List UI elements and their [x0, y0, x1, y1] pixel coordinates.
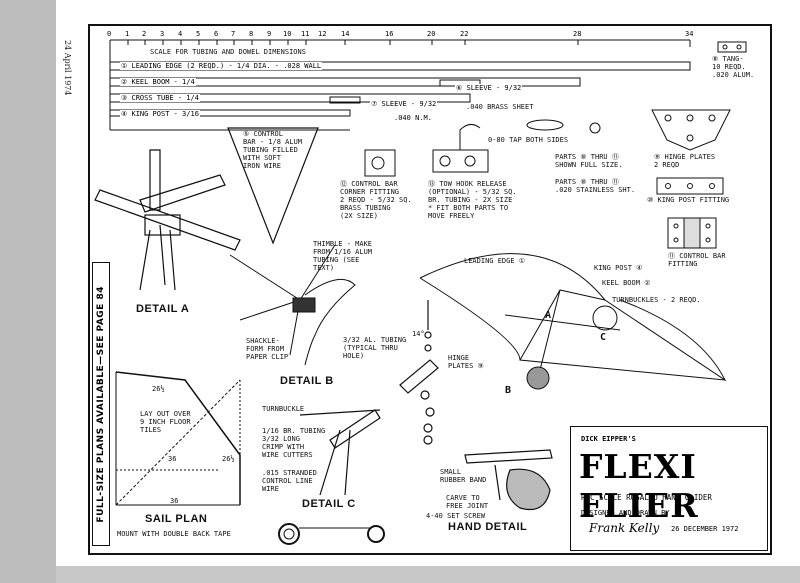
detail-c-drawing	[299, 300, 439, 496]
corner-fitting-label: ⑫ CONTROL BAR CORNER FITTING 2 REQD - 5/…	[340, 180, 412, 220]
page-date: 24 April 1974	[63, 40, 72, 96]
ruler-tick-22: 22	[460, 30, 469, 38]
ruler-tick-14: 14	[341, 30, 350, 38]
tang-part	[717, 41, 747, 53]
tap-label: 0-80 TAP BOTH SIDES	[488, 136, 569, 144]
ruler-tick-1: 1	[125, 30, 130, 38]
sail-dim-a: 26½	[152, 385, 165, 393]
br-tubing-callout: 1/16 BR. TUBING 3/32 LONG CRIMP WITH WIR…	[262, 427, 326, 459]
leading-edge-tube-label: ① LEADING EDGE (2 REQD.) - 1/4 DIA. - .0…	[120, 62, 323, 70]
tow-hook-drawing	[432, 119, 601, 173]
control-bar-label: ⑤ CONTROL BAR - 1/8 ALUM TUBING FILLED W…	[243, 130, 303, 170]
control-bar-fitting-label: ⑪ CONTROL BAR FITTING	[668, 252, 726, 268]
ruler-tick-34: 34	[685, 30, 694, 38]
detail-b-drawing	[229, 244, 356, 366]
hand-detail-title: HAND DETAIL	[448, 521, 528, 533]
sail-dim-c: 26½	[222, 455, 235, 463]
stranded-wire-callout: .015 STRANDED CONTROL LINE WIRE	[262, 469, 317, 493]
ruler-tick-16: 16	[385, 30, 394, 38]
ruler-tick-20: 20	[427, 30, 436, 38]
al-tubing-callout: 3/32 AL. TUBING (TYPICAL THRU HOLE)	[343, 336, 407, 360]
title-block: DICK EIPPER'S FLEXI FLIER R/C SCALE ROGA…	[570, 426, 768, 551]
hinge-plate-part	[651, 109, 731, 151]
detail-a-title: DETAIL A	[136, 303, 190, 315]
designer-signature: Frank Kelly	[589, 521, 660, 535]
turnbuckle-callout: TURNBUCKLE	[262, 405, 305, 413]
plans-available-text: FULL-SIZE PLANS AVAILABLE—SEE PAGE 84	[96, 285, 106, 523]
scan-bottom-strip	[56, 566, 800, 583]
hinge-plates-label: ⑨ HINGE PLATES 2 REQD	[654, 153, 716, 169]
ruler-tick-7: 7	[231, 30, 236, 38]
ruler-tick-3: 3	[160, 30, 165, 38]
king-post-fitting-label: ⑩ KING POST FITTING	[647, 196, 730, 204]
ruler-tick-28: 28	[573, 30, 582, 38]
turnbuckles-callout: TURNBUCKLES - 2 REQD.	[612, 296, 701, 304]
thimble-callout: THIMBLE - MAKE FROM 1/16 ALUM TUBING (SE…	[313, 240, 373, 272]
glider-drawing	[419, 253, 727, 390]
tang-label: ⑧ TANG- 10 REQD. .020 ALUM.	[712, 55, 755, 79]
plan-subtitle: R/C SCALE ROGALLO HANG GLIDER	[581, 493, 712, 502]
sleeve-6-label: ⑥ SLEEVE - 9/32	[455, 84, 523, 92]
detail-a-drawing	[94, 149, 241, 291]
brass-sheet-label: .040 BRASS SHEET	[466, 103, 534, 111]
ruler-tick-8: 8	[249, 30, 254, 38]
keel-boom-callout: KEEL BOOM ②	[602, 279, 651, 287]
parts-stainless-label: PARTS ⑧ THRU ⑪ .020 STAINLESS SHT.	[555, 178, 636, 194]
tube-bars	[109, 61, 691, 131]
control-bar-fitting-part	[667, 217, 717, 249]
ruler-caption: SCALE FOR TUBING AND DOWEL DIMENSIONS	[150, 48, 306, 56]
keel-boom-tube-label: ② KEEL BOOM - 1/4	[120, 78, 196, 86]
parts-full-size-label: PARTS ⑧ THRU ⑪ SHOWN FULL SIZE.	[555, 153, 623, 169]
rubber-band-callout: SMALL RUBBER BAND	[440, 468, 487, 484]
wall-note-label: .040 N.M.	[393, 114, 433, 122]
ruler-tick-4: 4	[178, 30, 183, 38]
scale-ruler	[109, 39, 691, 130]
ruler-tick-6: 6	[214, 30, 219, 38]
set-screw-callout: 4-40 SET SCREW	[426, 512, 486, 520]
ruler-tick-11: 11	[301, 30, 310, 38]
plan-title: FLEXI FLIER	[579, 447, 699, 525]
glider-letter-c: C	[600, 332, 607, 343]
corner-fitting-drawing	[364, 149, 396, 177]
control-bar-drawing	[227, 127, 319, 245]
detail-b-title: DETAIL B	[280, 375, 334, 387]
scan-border	[0, 0, 56, 583]
king-post-callout: KING POST ④	[594, 264, 643, 272]
title-byline: DICK EIPPER'S	[581, 435, 636, 443]
king-post-fitting-part	[656, 177, 724, 195]
lay-out-callout: LAY OUT OVER 9 INCH FLOOR TILES	[140, 410, 191, 434]
leading-edge-callout: LEADING EDGE ①	[464, 257, 526, 265]
ruler-tick-0: 0	[107, 30, 112, 38]
carve-callout: CARVE TO FREE JOINT	[446, 494, 489, 510]
glider-letter-b: B	[505, 385, 512, 396]
plans-available-banner: FULL-SIZE PLANS AVAILABLE—SEE PAGE 84	[92, 262, 110, 546]
mount-callout: MOUNT WITH DOUBLE BACK TAPE	[117, 530, 231, 538]
sail-dim-b: 36	[168, 455, 177, 463]
ruler-tick-10: 10	[283, 30, 292, 38]
ruler-tick-9: 9	[267, 30, 272, 38]
ruler-tick-2: 2	[142, 30, 147, 38]
sail-plan-drawing	[115, 371, 241, 506]
cross-tube-label: ③ CROSS TUBE - 1/4	[120, 94, 200, 102]
detail-c-title: DETAIL C	[302, 498, 356, 510]
glider-letter-a: A	[545, 310, 552, 321]
plan-date: 26 DECEMBER 1972	[671, 525, 739, 533]
wire-coil-drawing	[278, 523, 385, 545]
dim-14-callout: 14°	[412, 330, 425, 338]
designed-by-label: DESIGNED AND DRAWN BY	[581, 509, 670, 517]
king-post-tube-label: ④ KING POST - 3/16	[120, 110, 200, 118]
ruler-tick-12: 12	[318, 30, 327, 38]
hand-detail-drawing	[464, 449, 553, 511]
shackle-callout: SHACKLE- FORM FROM PAPER CLIP	[246, 337, 289, 361]
ruler-tick-5: 5	[196, 30, 201, 38]
sleeve-7-label: ⑦ SLEEVE - 9/32	[370, 100, 438, 108]
tow-hook-label: ⑬ TOW HOOK RELEASE (OPTIONAL) - 5/32 SQ.…	[428, 180, 517, 220]
hinge-plates-callout: HINGE PLATES ⑨	[448, 354, 484, 370]
sail-dim-d: 36	[170, 497, 179, 505]
sail-plan-title: SAIL PLAN	[145, 513, 208, 525]
